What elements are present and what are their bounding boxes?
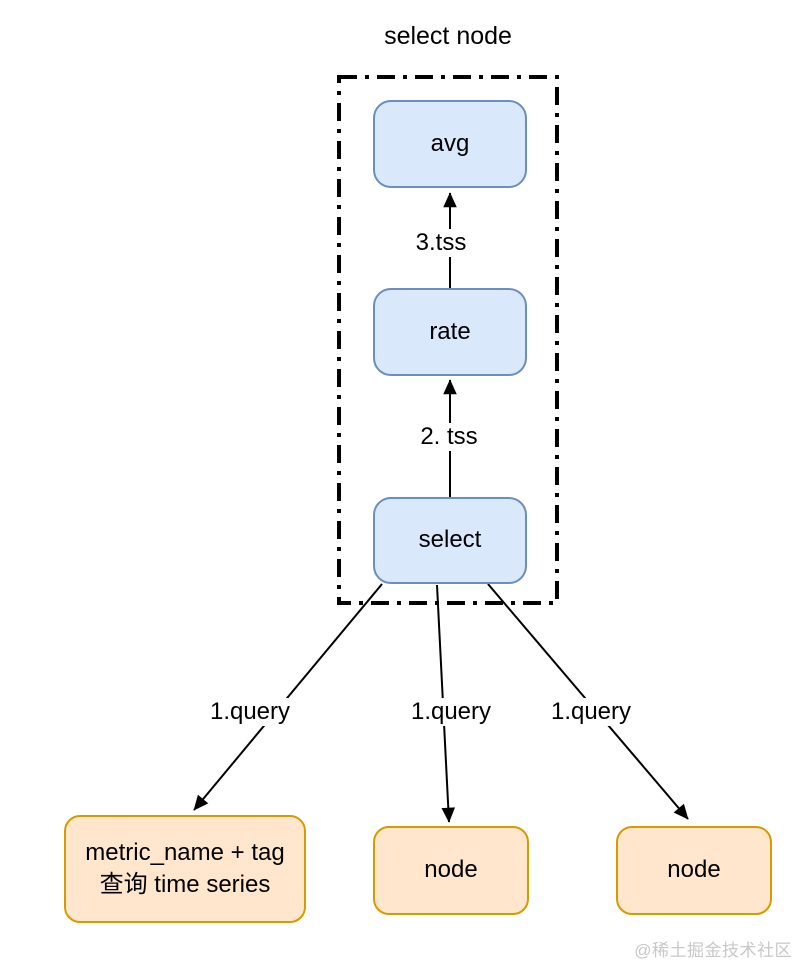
node-data-right-label: node — [667, 856, 721, 884]
edge-label-3tss: 3.tss — [411, 229, 471, 257]
node-rate-label: rate — [429, 317, 471, 345]
edge-label-query-right: 1.query — [546, 698, 636, 726]
node-data-mid-label: node — [424, 856, 478, 884]
node-avg-label: avg — [430, 129, 470, 157]
watermark: @稀土掘金技术社区 — [634, 941, 792, 960]
node-select: select — [373, 497, 527, 584]
node-rate: rate — [373, 288, 527, 376]
node-data-mid: node — [373, 826, 529, 915]
node-metric-query: metric_name + tag 查询 time series — [64, 815, 306, 923]
node-select-label: select — [418, 526, 482, 554]
edge-label-query-left: 1.query — [205, 698, 295, 726]
node-data-right: node — [616, 826, 772, 915]
edge-label-2tss: 2. tss — [416, 423, 482, 451]
node-metric-query-line1: metric_name + tag — [85, 838, 285, 866]
node-avg: avg — [373, 100, 527, 188]
node-metric-query-line2: 查询 time series — [99, 871, 271, 898]
edge-select-to-left-node — [193, 583, 383, 811]
edge-label-query-mid: 1.query — [406, 698, 496, 726]
diagram-title: select node — [384, 22, 512, 50]
